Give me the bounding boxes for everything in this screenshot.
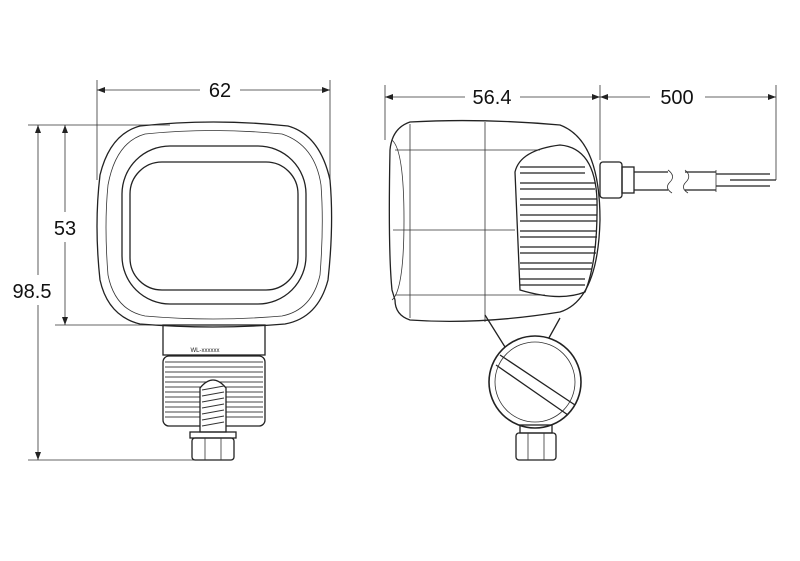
mount-label: WL-xxxxxx	[191, 348, 220, 354]
front-view: 62 53 98.5 WL-xxxxxx	[13, 80, 333, 461]
dimension-width-label: 62	[209, 80, 231, 102]
dimension-depth-label: 56.4	[473, 87, 512, 109]
side-view: 56.4 500	[384, 85, 777, 461]
dimension-cable-length-label: 500	[660, 87, 693, 109]
dimension-total-height-label: 98.5	[13, 281, 52, 303]
dimension-body-height-label: 53	[54, 218, 76, 240]
